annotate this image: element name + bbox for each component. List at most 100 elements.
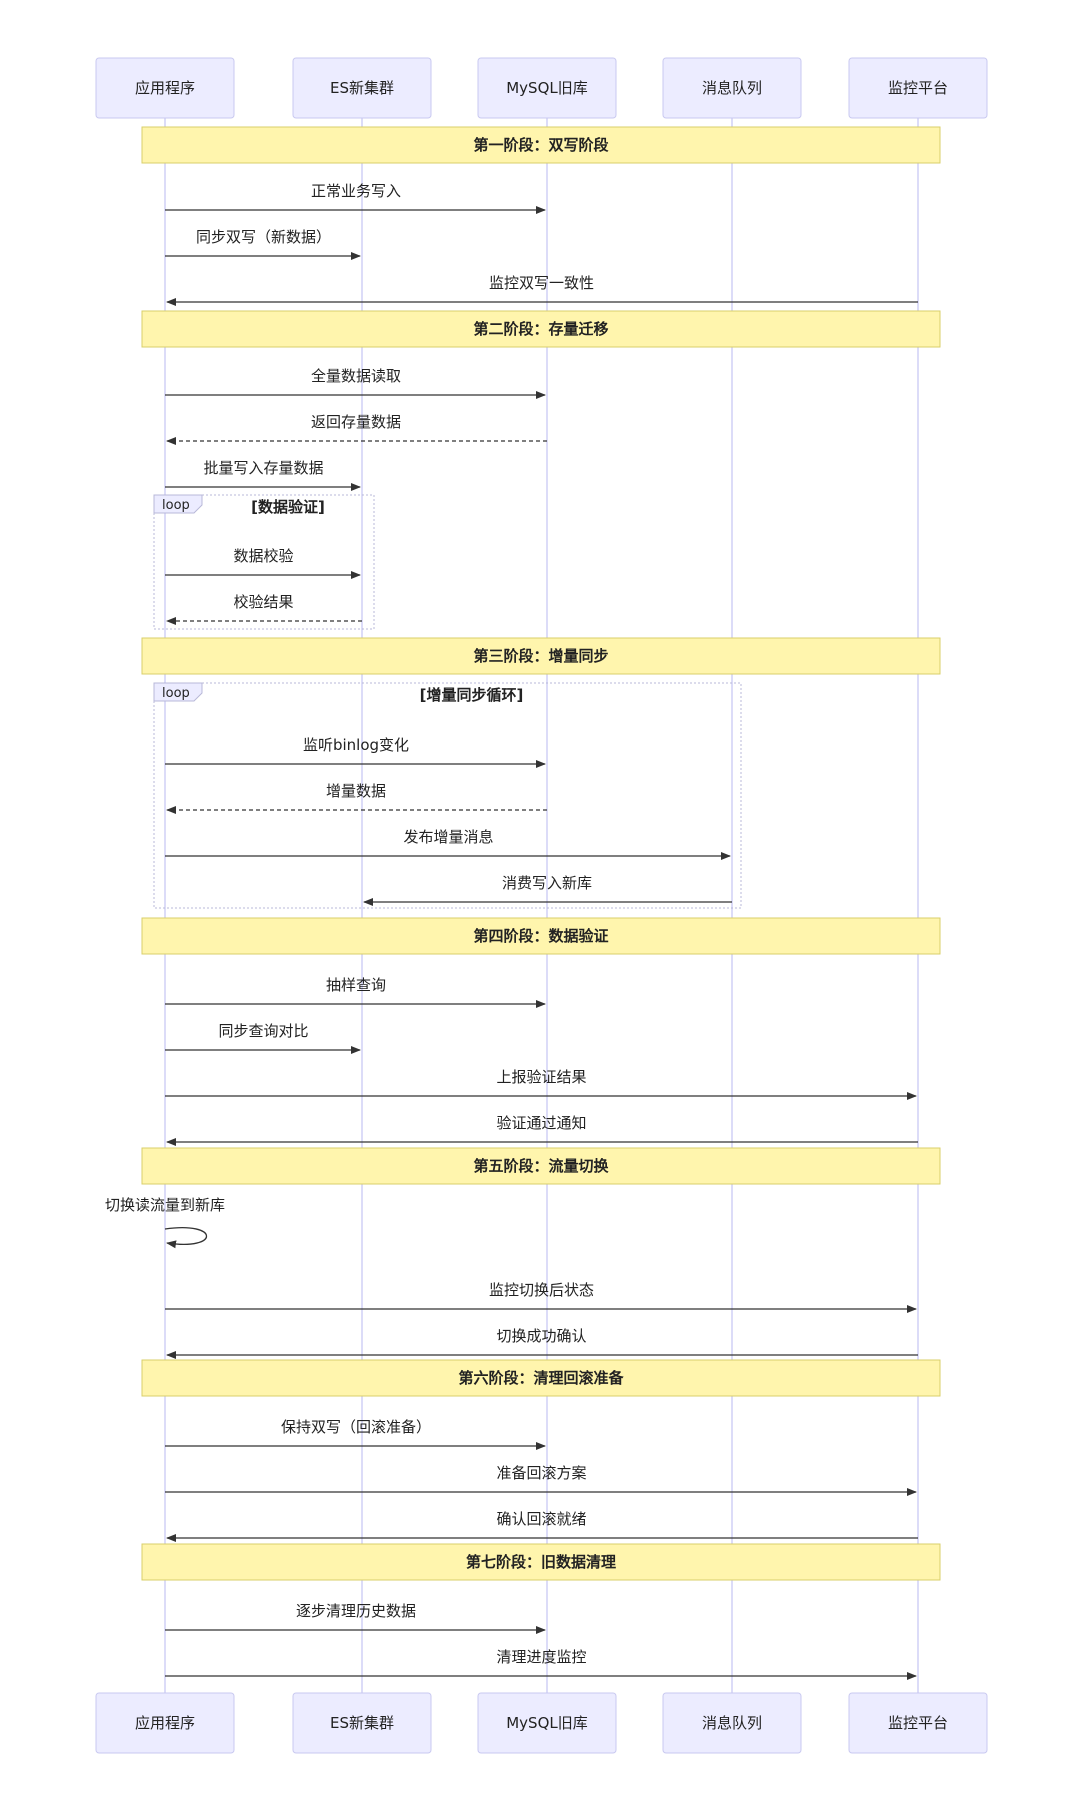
participant-box [292, 57, 432, 119]
message-13: 抽样查询 [165, 976, 546, 1008]
message-self-arrow [164, 1227, 208, 1249]
phase-note-box [141, 1359, 941, 1397]
participant-mysql-top[interactable]: MySQL旧库 [477, 57, 617, 119]
message-20: 保持双写（回滚准备） [165, 1418, 546, 1450]
phase-note-box [141, 637, 941, 675]
message-label: 上报验证结果 [496, 1068, 586, 1086]
phase-note-label: 第六阶段：清理回滚准备 [458, 1369, 624, 1387]
loop-tag: loop [162, 686, 190, 701]
message-7: 数据校验 [165, 547, 361, 579]
phase-note-6: 第六阶段：清理回滚准备 [141, 1359, 941, 1397]
message-label: 验证通过通知 [496, 1114, 586, 1132]
participant-box [477, 1692, 617, 1754]
message-label: 批量写入存量数据 [203, 459, 323, 477]
message-11: 发布增量消息 [165, 828, 731, 860]
loop-label: [增量同步循环] [420, 686, 524, 704]
message-15: 上报验证结果 [165, 1068, 917, 1100]
message-label: 监听binlog变化 [303, 736, 409, 754]
phase-note-label: 第三阶段：增量同步 [473, 647, 608, 665]
phase-note-box [141, 1147, 941, 1185]
message-label: 切换成功确认 [496, 1327, 586, 1345]
participant-label: MySQL旧库 [506, 1714, 588, 1732]
participant-mq-top[interactable]: 消息队列 [662, 57, 802, 119]
message-label: 全量数据读取 [311, 367, 401, 385]
phase-note-box [141, 310, 941, 348]
participant-label: 应用程序 [135, 79, 195, 97]
message-5: 返回存量数据 [166, 413, 547, 445]
message-17: 切换读流量到新库 [105, 1196, 225, 1249]
phase-note-box [141, 1543, 941, 1581]
message-label: 监控切换后状态 [489, 1281, 594, 1299]
phase-note-label: 第四阶段：数据验证 [473, 927, 608, 945]
participant-box [848, 57, 988, 119]
message-label: 正常业务写入 [311, 182, 401, 200]
participant-box [848, 1692, 988, 1754]
participant-box [662, 57, 802, 119]
participant-label: MySQL旧库 [506, 79, 588, 97]
participant-es-bottom[interactable]: ES新集群 [292, 1692, 432, 1754]
message-2: 同步双写（新数据） [165, 228, 361, 260]
message-19: 切换成功确认 [166, 1327, 918, 1359]
participant-label: 应用程序 [135, 1714, 195, 1732]
loop-label: [数据验证] [251, 498, 325, 516]
participant-mysql-bottom[interactable]: MySQL旧库 [477, 1692, 617, 1754]
message-label: 保持双写（回滚准备） [281, 1418, 431, 1436]
phase-note-2: 第二阶段：存量迁移 [141, 310, 941, 348]
message-16: 验证通过通知 [166, 1114, 918, 1146]
message-label: 消费写入新库 [502, 874, 592, 892]
participant-mq-bottom[interactable]: 消息队列 [662, 1692, 802, 1754]
message-label: 抽样查询 [326, 976, 386, 994]
participant-app-bottom[interactable]: 应用程序 [95, 1692, 235, 1754]
participant-box [95, 1692, 235, 1754]
participant-box [292, 1692, 432, 1754]
message-14: 同步查询对比 [165, 1022, 361, 1054]
phase-note-label: 第五阶段：流量切换 [473, 1157, 609, 1175]
participant-label: 消息队列 [702, 1714, 762, 1732]
message-1: 正常业务写入 [165, 182, 546, 214]
message-label: 同步双写（新数据） [196, 228, 331, 246]
message-label: 确认回滚就绪 [496, 1510, 586, 1528]
message-label: 切换读流量到新库 [105, 1196, 225, 1214]
message-label: 逐步清理历史数据 [296, 1602, 416, 1620]
participant-box [477, 57, 617, 119]
participant-monitor-top[interactable]: 监控平台 [848, 57, 988, 119]
message-label: 清理进度监控 [496, 1648, 586, 1666]
message-label: 监控双写一致性 [489, 274, 594, 292]
phase-note-label: 第一阶段：双写阶段 [473, 136, 608, 154]
loop-tag-box [153, 682, 203, 702]
phase-note-label: 第七阶段：旧数据清理 [466, 1553, 616, 1571]
participant-box [662, 1692, 802, 1754]
message-18: 监控切换后状态 [165, 1281, 917, 1313]
participant-app-top[interactable]: 应用程序 [95, 57, 235, 119]
message-10: 增量数据 [166, 782, 547, 814]
message-label: 增量数据 [326, 782, 386, 800]
loop-frame-2: loop [增量同步循环] [153, 682, 742, 909]
message-23: 逐步清理历史数据 [165, 1602, 546, 1634]
phase-note-label: 第二阶段：存量迁移 [473, 320, 608, 338]
phase-note-box [141, 126, 941, 164]
message-label: 同步查询对比 [218, 1022, 308, 1040]
message-label: 发布增量消息 [403, 828, 493, 846]
message-21: 准备回滚方案 [165, 1464, 917, 1496]
phase-note-5: 第五阶段：流量切换 [141, 1147, 941, 1185]
loop-tag: loop [162, 498, 190, 513]
message-6: 批量写入存量数据 [165, 459, 361, 491]
message-label: 数据校验 [233, 547, 293, 565]
participant-box [95, 57, 235, 119]
phase-note-4: 第四阶段：数据验证 [141, 917, 941, 955]
phase-note-3: 第三阶段：增量同步 [141, 637, 941, 675]
participant-es-top[interactable]: ES新集群 [292, 57, 432, 119]
message-label: 返回存量数据 [311, 413, 401, 431]
participant-label: 监控平台 [888, 79, 948, 97]
message-label: 校验结果 [233, 593, 293, 611]
participant-label: ES新集群 [330, 79, 394, 97]
participant-label: 监控平台 [888, 1714, 948, 1732]
participant-monitor-bottom[interactable]: 监控平台 [848, 1692, 988, 1754]
message-24: 清理进度监控 [165, 1648, 917, 1680]
participant-label: ES新集群 [330, 1714, 394, 1732]
loop-border [153, 682, 742, 909]
participant-label: 消息队列 [702, 79, 762, 97]
loop-frame-1: loop [数据验证] [153, 494, 375, 630]
phase-note-7: 第七阶段：旧数据清理 [141, 1543, 941, 1581]
loop-tag-box [153, 494, 203, 514]
